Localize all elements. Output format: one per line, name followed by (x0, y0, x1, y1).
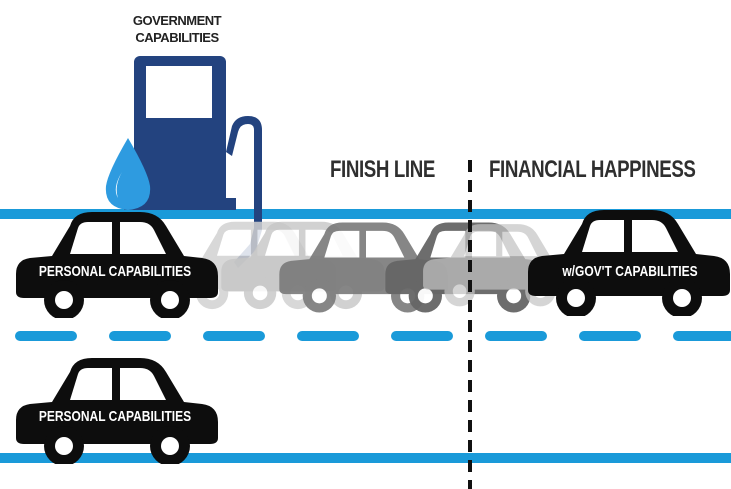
gas-pump-icon (124, 56, 262, 268)
drop-highlight (115, 172, 122, 198)
financial-happiness-label: FINANCIAL HAPPINESS (489, 156, 696, 183)
government-capabilities-label: GOVERNMENT CAPABILITIES (118, 12, 236, 46)
fuel-drop-icon (105, 138, 151, 210)
government-label-line-1: GOVERNMENT (132, 13, 222, 28)
car-top-right-label: w/GOV'T CAPABILITIES (562, 263, 698, 280)
finish-line-label: FINISH LINE (330, 156, 435, 183)
ghost-cars (173, 221, 577, 313)
car-top-left-label: PERSONAL CAPABILITIES (38, 263, 192, 280)
government-label-line-2: CAPABILITIES (135, 30, 219, 45)
car-bottom-left-label: PERSONAL CAPABILITIES (38, 408, 192, 425)
